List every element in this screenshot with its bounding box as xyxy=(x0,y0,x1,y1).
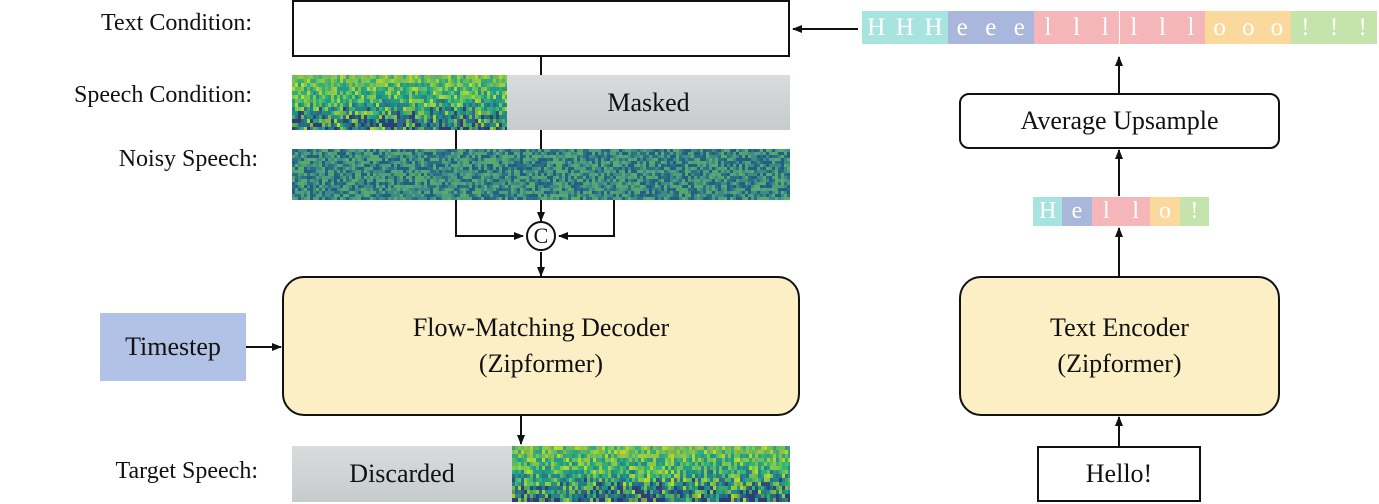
token: e xyxy=(947,11,977,44)
concat-operator: C xyxy=(526,221,556,251)
label-text-condition: Text Condition: xyxy=(101,10,252,36)
token: l xyxy=(1062,11,1091,44)
speech-condition-spectrogram xyxy=(292,75,507,130)
token: H xyxy=(890,11,920,44)
label-noisy-speech: Noisy Speech: xyxy=(118,146,258,172)
text-encoder: Text Encoder (Zipformer) xyxy=(959,276,1280,416)
token: l xyxy=(1121,197,1151,226)
token: ! xyxy=(1348,11,1377,44)
token: ! xyxy=(1179,197,1209,226)
decoder-title: Flow-Matching Decoder xyxy=(412,313,670,342)
token: o xyxy=(1205,11,1234,44)
token: ! xyxy=(1291,11,1320,44)
token: o xyxy=(1233,11,1263,44)
label-speech-condition: Speech Condition: xyxy=(74,82,252,108)
token: l xyxy=(1148,11,1177,44)
token: l xyxy=(1176,11,1206,44)
token: l xyxy=(1091,197,1121,226)
flow-matching-decoder: Flow-Matching Decoder (Zipformer) xyxy=(282,276,800,416)
token: e xyxy=(1062,197,1092,226)
average-upsample-box: Average Upsample xyxy=(959,93,1280,149)
token: o xyxy=(1262,11,1292,44)
discarded-region: Discarded xyxy=(292,446,512,502)
encoder-title: Text Encoder xyxy=(1050,313,1189,342)
token: l xyxy=(1033,11,1063,44)
target-speech-spectrogram xyxy=(512,446,790,502)
label-target-speech: Target Speech: xyxy=(115,458,259,484)
encoder-subtitle: (Zipformer) xyxy=(1057,349,1182,378)
token: H xyxy=(1033,197,1063,226)
input-text: Hello! xyxy=(1085,459,1153,488)
token: H xyxy=(919,11,948,44)
token: H xyxy=(862,11,891,44)
input-text-box: Hello! xyxy=(1037,446,1201,502)
upsample-label: Average Upsample xyxy=(1020,106,1219,135)
token: ! xyxy=(1319,11,1349,44)
token: l xyxy=(1090,11,1120,44)
arrow-noisy-to-concat xyxy=(558,200,615,240)
token: o xyxy=(1150,197,1180,226)
token: e xyxy=(1005,11,1034,44)
timestep-box: Timestep xyxy=(100,313,246,381)
token: e xyxy=(976,11,1006,44)
noisy-speech-spectrogram xyxy=(292,149,790,200)
masked-region: Masked xyxy=(507,75,790,130)
decoder-subtitle: (Zipformer) xyxy=(478,349,604,378)
text-condition-box xyxy=(292,0,790,57)
token: l xyxy=(1119,11,1149,44)
